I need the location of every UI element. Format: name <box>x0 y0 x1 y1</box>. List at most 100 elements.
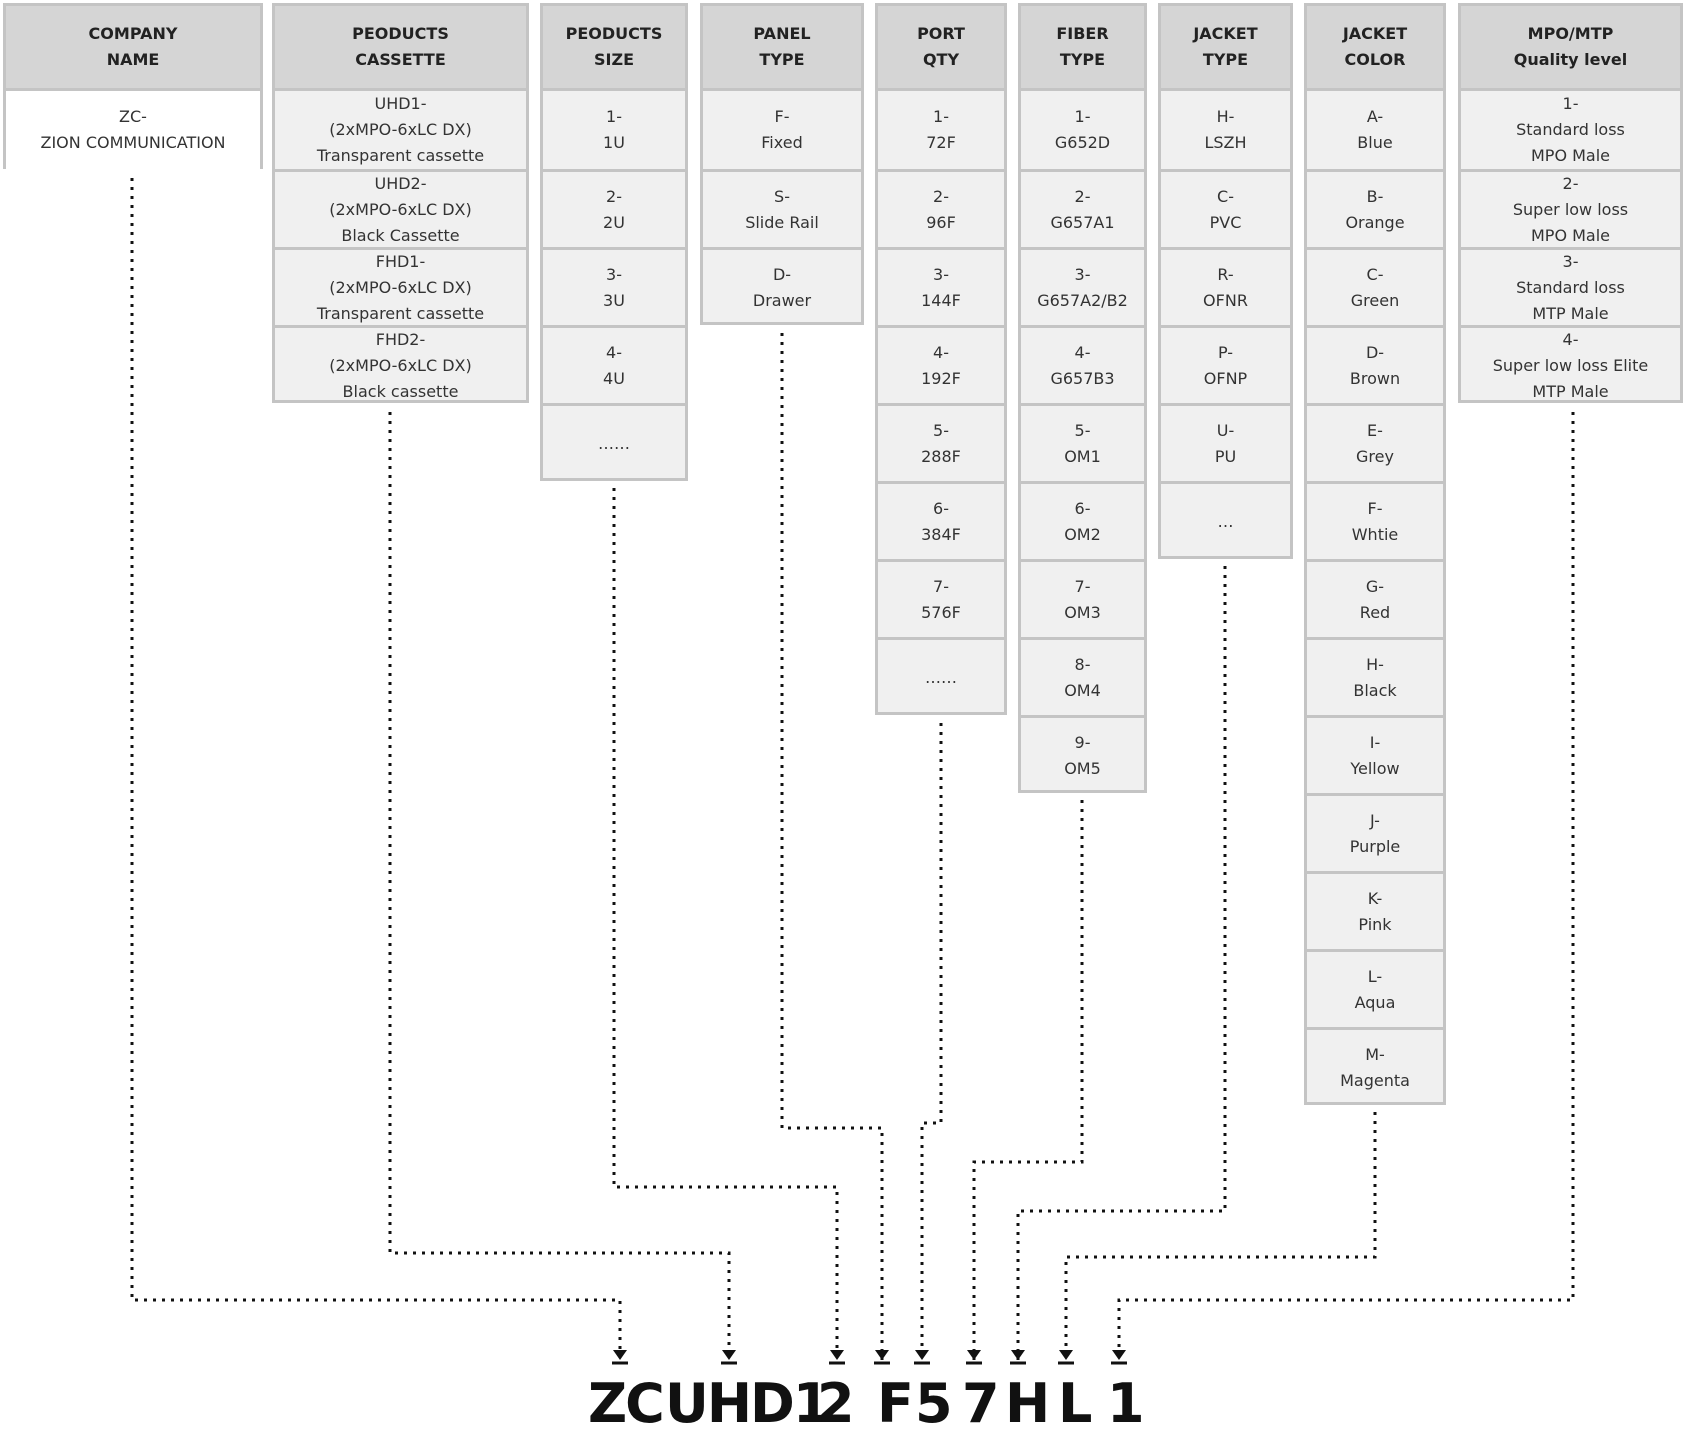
option-cell: F-Whtie <box>1307 481 1443 559</box>
option-line: 72F <box>926 133 956 152</box>
option-cell: A-Blue <box>1307 91 1443 169</box>
arrow-head-icon <box>613 1350 627 1360</box>
option-cell: 8-OM4 <box>1021 637 1144 715</box>
option-line: E- <box>1367 420 1383 440</box>
option-cell: ZC-ZION COMMUNICATION <box>6 91 260 169</box>
arrow-head-icon <box>722 1350 736 1360</box>
option-line: F- <box>774 107 790 126</box>
code-segment: UHD1 <box>665 1372 830 1435</box>
option-cell: C-Green <box>1307 247 1443 325</box>
option-line: Black <box>1353 680 1397 700</box>
option-line: Standard loss <box>1516 277 1625 297</box>
option-cell: C-PVC <box>1161 169 1290 247</box>
option-line: 6- <box>933 498 949 518</box>
option-line: 7- <box>933 576 949 596</box>
option-line: 3- <box>1074 264 1091 284</box>
arrow-head-icon <box>830 1350 844 1360</box>
arrow-head-icon <box>967 1350 981 1360</box>
option-line: L- <box>1367 966 1383 986</box>
option-line: ZION COMMUNICATION <box>40 133 226 152</box>
header-line: SIZE <box>593 50 634 69</box>
option-line: 6- <box>1074 498 1091 518</box>
option-line: Purple <box>1349 836 1401 856</box>
option-line: 4U <box>603 368 625 388</box>
option-line: Super low loss <box>1512 199 1629 219</box>
code-segment: H <box>1005 1372 1050 1435</box>
option-line: P- <box>1217 342 1234 362</box>
header-line: TYPE <box>759 50 805 69</box>
wire-size <box>612 488 839 1360</box>
option-line: 2- <box>933 186 949 206</box>
column-header: PORT QTY <box>878 6 1004 91</box>
option-cell: L-Aqua <box>1307 949 1443 1027</box>
option-line: OFNP <box>1203 368 1248 388</box>
option-cell: D- Brown <box>1307 325 1443 403</box>
option-line: D- <box>1365 342 1385 362</box>
option-line: … <box>1217 511 1234 531</box>
option-line: 4- <box>1562 329 1579 349</box>
option-line: UHD1- <box>374 94 427 113</box>
option-line: 288F <box>921 446 961 466</box>
option-cell: 3-3U <box>543 247 685 325</box>
option-line: Red <box>1359 602 1391 622</box>
header-line: TYPE <box>1202 50 1249 69</box>
option-line: LSZH <box>1204 133 1247 152</box>
option-cell: S-Slide Rail <box>703 169 861 247</box>
option-line: Black cassette <box>342 381 459 401</box>
wire-panel <box>780 333 884 1360</box>
code-segment: L <box>1058 1372 1092 1435</box>
code-segment: 1 <box>1107 1372 1145 1435</box>
option-line: Brown <box>1349 368 1401 388</box>
option-line: G657A2/B2 <box>1037 290 1128 310</box>
header-line: PORT <box>917 24 965 43</box>
option-line: …… <box>598 433 630 453</box>
option-line: H- <box>1216 107 1235 126</box>
option-line: 192F <box>921 368 961 388</box>
wire-color <box>1064 1112 1377 1360</box>
option-cell: UHD2-(2xMPO-6xLC DX)Black Cassette <box>275 169 526 247</box>
option-line: 1- <box>1562 94 1579 113</box>
option-line: (2xMPO-6xLC DX) <box>329 277 472 297</box>
option-cell: …… <box>543 403 685 481</box>
header-line: FIBER <box>1056 24 1109 43</box>
header-line: PEODUCTS <box>565 24 663 43</box>
arrow-head-icon <box>915 1350 929 1360</box>
option-cell: 6-OM2 <box>1021 481 1144 559</box>
option-line: C- <box>1366 264 1384 284</box>
header-line: QTY <box>922 50 960 69</box>
option-cell: D-Drawer <box>703 247 861 325</box>
option-cell: 3- G657A2/B2 <box>1021 247 1144 325</box>
arrow-head-icon <box>1112 1350 1126 1360</box>
option-line: OM5 <box>1064 758 1101 778</box>
option-cell: J-Purple <box>1307 793 1443 871</box>
option-line: D- <box>772 264 792 284</box>
option-line: 8- <box>1074 654 1091 674</box>
option-line: 9- <box>1074 732 1091 752</box>
option-line: G657B3 <box>1050 368 1115 388</box>
option-line: Transparent cassette <box>316 146 485 165</box>
option-line: PVC <box>1209 212 1242 232</box>
option-cell: 3-144F <box>878 247 1004 325</box>
option-line: OM1 <box>1064 446 1101 466</box>
option-line: 3- <box>606 264 622 284</box>
option-line: FHD1- <box>375 251 426 271</box>
option-line: 4- <box>606 342 622 362</box>
option-cell: E-Grey <box>1307 403 1443 481</box>
option-cell: P- OFNP <box>1161 325 1290 403</box>
option-cell: I-Yellow <box>1307 715 1443 793</box>
option-line: 3- <box>1562 251 1579 271</box>
header-line: COMPANY <box>88 24 178 43</box>
wire-cassette <box>388 412 731 1360</box>
